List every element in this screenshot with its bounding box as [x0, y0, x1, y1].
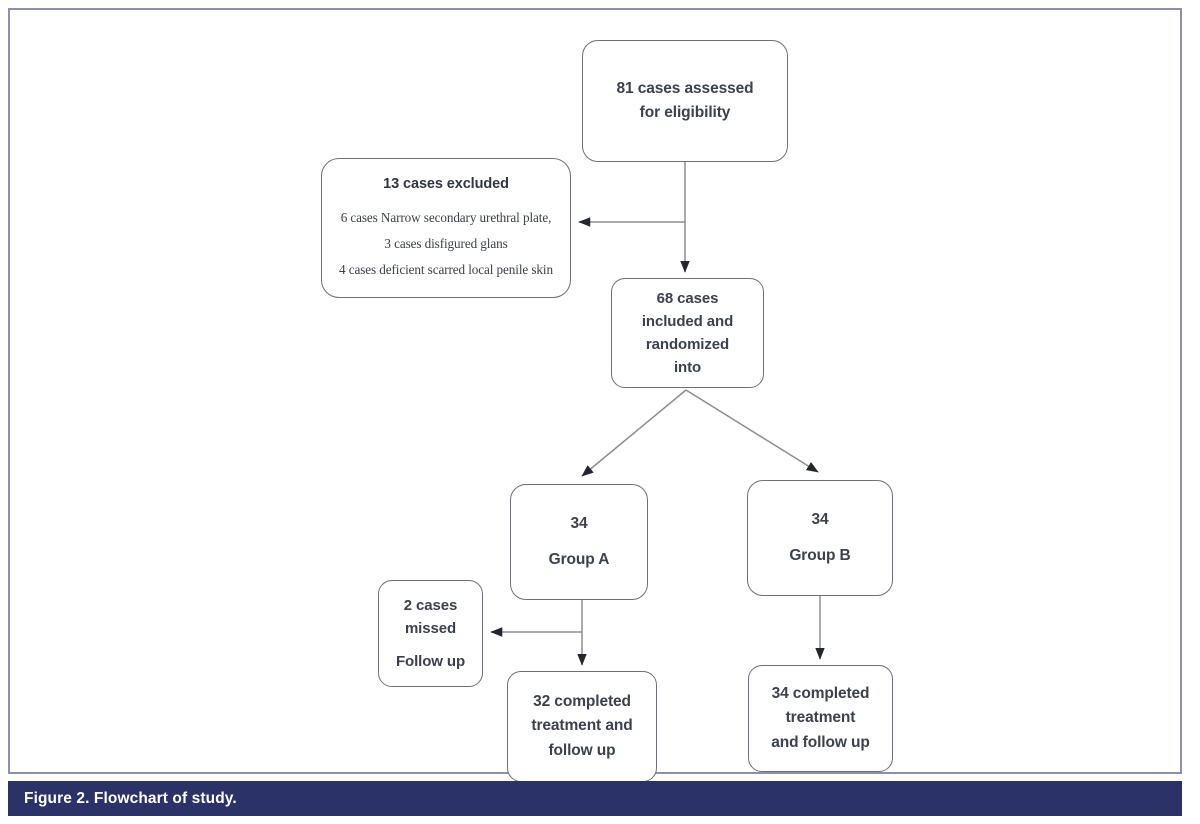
node-line: into [673, 359, 702, 377]
node-line: for eligibility [639, 104, 731, 121]
node-line: 81 cases assessed [616, 79, 754, 97]
node-cases-excluded: 13 cases excluded 6 cases Narrow seconda… [321, 158, 571, 298]
node-detail-line: 6 cases Narrow secondary urethral plate, [340, 210, 552, 226]
edge-included-to-group-b [685, 389, 819, 473]
node-line: follow up [548, 741, 616, 759]
node-title: 13 cases excluded [383, 176, 509, 192]
node-line: Group B [789, 547, 851, 564]
node-line: missed [404, 619, 457, 637]
node-missed-followup: 2 cases missed Follow up [378, 580, 483, 687]
node-detail-line: 3 cases disfigured glans [384, 236, 508, 252]
node-completed-group-a: 32 completed treatment and follow up [507, 671, 657, 782]
node-line: randomized [645, 336, 730, 353]
node-line: Follow up [395, 653, 466, 671]
node-group-b: 34 Group B [747, 480, 893, 596]
node-line: included and [641, 312, 734, 330]
node-line: 32 completed [533, 693, 631, 711]
node-line: 34 [811, 510, 829, 528]
figure-caption-bar: Figure 2. Flowchart of study. [8, 781, 1182, 816]
node-line: treatment and [531, 717, 633, 735]
node-cases-assessed: 81 cases assessed for eligibility [582, 40, 788, 162]
node-line: treatment [785, 709, 856, 727]
node-cases-included: 68 cases included and randomized into [611, 278, 764, 388]
flowchart-connectors [490, 162, 825, 666]
node-line: 2 cases [403, 596, 458, 614]
node-group-a: 34 Group A [510, 484, 648, 600]
node-line: 34 completed [771, 685, 870, 703]
node-line: and follow up [771, 733, 870, 751]
figure-frame: 81 cases assessed for eligibility 13 cas… [8, 8, 1182, 782]
node-completed-group-b: 34 completed treatment and follow up [748, 665, 893, 772]
edge-included-to-group-a [581, 389, 687, 477]
node-line: 34 [570, 514, 588, 532]
node-detail-line: 4 cases deficient scarred local penile s… [339, 262, 553, 278]
figure-caption-text: Figure 2. Flowchart of study. [24, 789, 237, 807]
node-line: Group A [548, 551, 610, 568]
node-line: 68 cases [656, 289, 719, 307]
